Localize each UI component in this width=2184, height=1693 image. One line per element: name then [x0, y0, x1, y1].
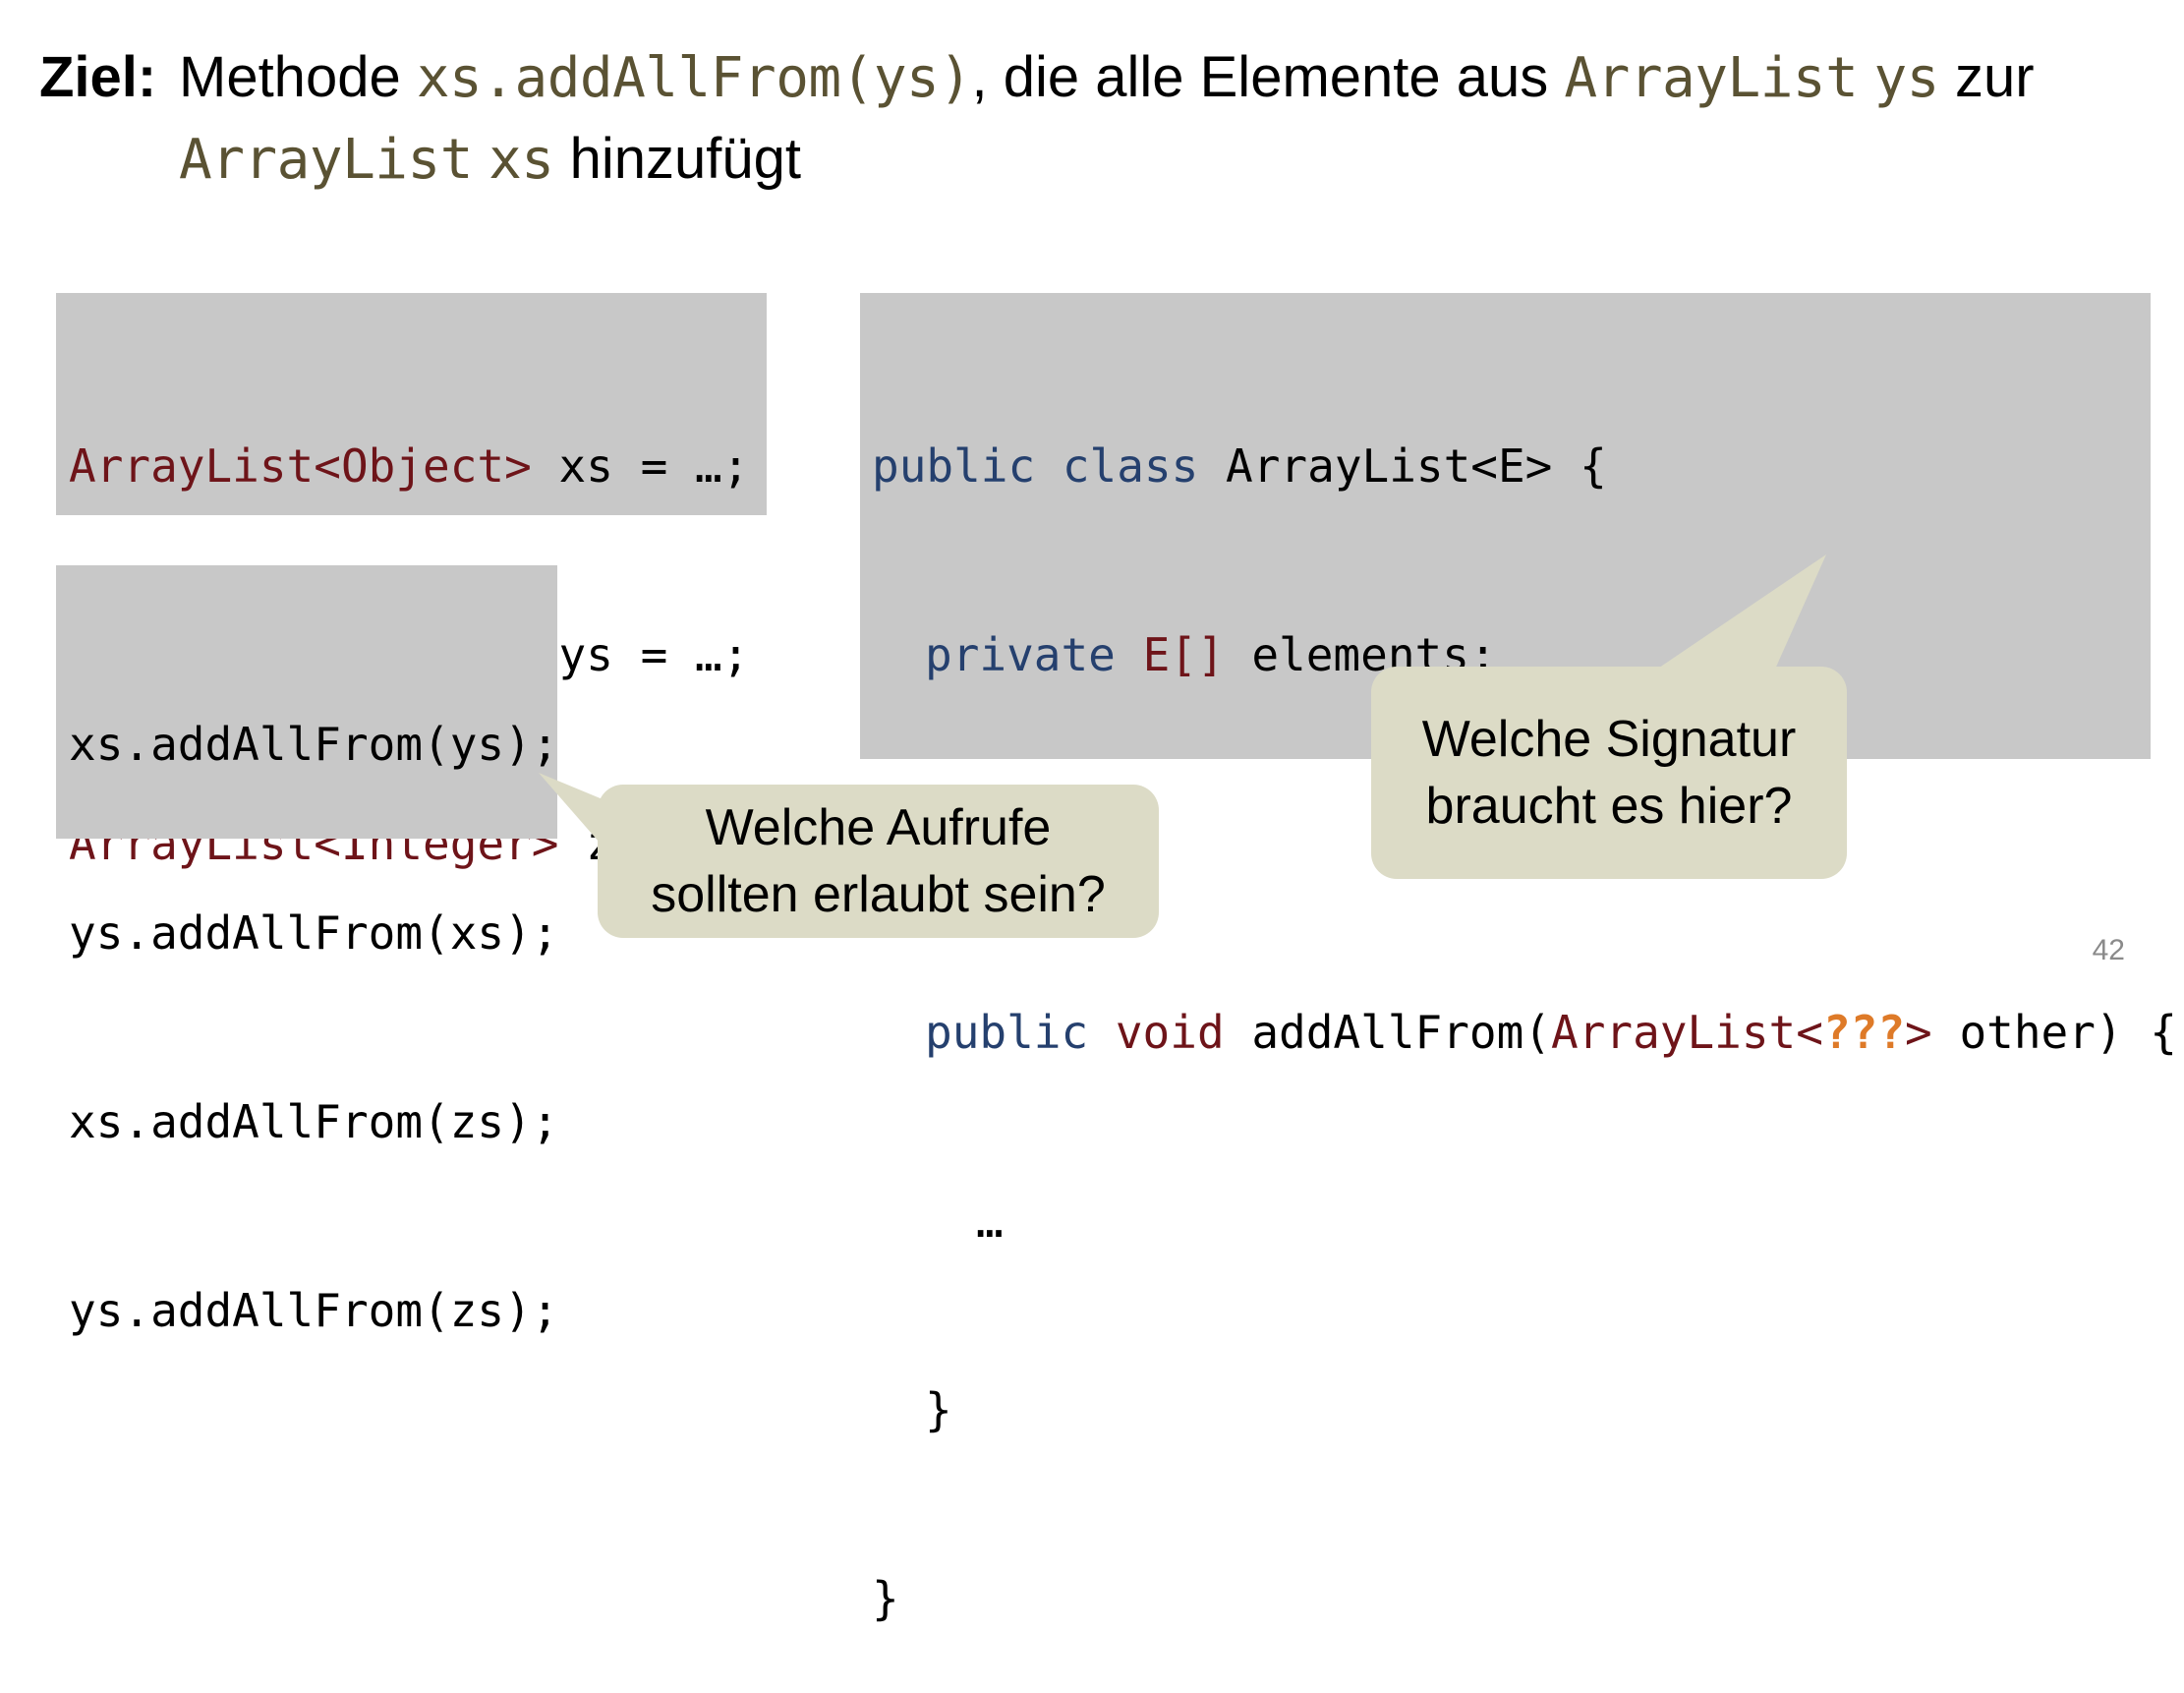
speech-bubble-signature: Welche Signatur braucht es hier?: [1371, 667, 1847, 879]
goal-code-type: ArrayList: [179, 128, 473, 192]
goal-text-segment: [1858, 45, 1873, 109]
bubble-text: Welche Aufrufe: [705, 799, 1052, 856]
calls-code-block: xs.addAllFrom(ys); ys.addAllFrom(xs); xs…: [56, 565, 559, 1337]
goal-text-segment: [473, 127, 489, 191]
code-type: void: [1088, 1006, 1225, 1059]
speech-bubble-tail: [1638, 555, 1826, 682]
declaration-type: ArrayList<Object>: [69, 439, 532, 493]
code-text: addAllFrom(: [1224, 1006, 1551, 1059]
keyword: private: [925, 628, 1116, 681]
call-line: ys.addAllFrom(xs);: [69, 906, 559, 960]
call-line: xs.addAllFrom(ys);: [69, 718, 559, 771]
class-line-class-close: }: [872, 1572, 899, 1625]
declaration-line: ArrayList<Object> xs = …;: [69, 435, 767, 497]
call-line: xs.addAllFrom(zs);: [69, 1095, 559, 1148]
code-text: other) {: [1931, 1006, 2177, 1059]
page-number: 42: [2092, 934, 2125, 966]
class-line-method-close: }: [925, 1383, 952, 1436]
code-type: >: [1905, 1006, 1932, 1059]
goal-code-method: xs.addAllFrom(ys): [416, 46, 972, 110]
code-type: E[]: [1115, 628, 1225, 681]
keyword: public class: [872, 439, 1199, 493]
bubble-text: sollten erlaubt sein?: [651, 866, 1106, 923]
speech-bubble-calls: Welche Aufrufe sollten erlaubt sein?: [598, 785, 1159, 938]
goal-line-1: Methode xs.addAllFrom(ys), die alle Elem…: [179, 37, 2145, 119]
goal-label: Ziel:: [39, 45, 157, 109]
declarations-code-block: ArrayList<Object> xs = …; ArrayList<Stri…: [56, 293, 776, 870]
goal-text-segment: Methode: [179, 45, 417, 109]
goal-text-segment: , die alle Elemente aus: [971, 45, 1565, 109]
class-line-declaration: public class ArrayList<E> {: [872, 435, 2151, 497]
declaration-rest: xs = …;: [531, 439, 750, 493]
code-type: ArrayList<: [1551, 1006, 1823, 1059]
goal-description: Methode xs.addAllFrom(ys), die alle Elem…: [179, 37, 2145, 201]
bubble-text: braucht es hier?: [1425, 778, 1793, 835]
class-line-method-signature: public void addAllFrom(ArrayList<???> ot…: [872, 1001, 2177, 1064]
call-line: ys.addAllFrom(zs);: [69, 1284, 559, 1337]
goal-code-var: xs: [489, 128, 554, 192]
class-line-method-body: …: [976, 1195, 1004, 1248]
keyword: public: [925, 1006, 1089, 1059]
goal-text-segment: hinzufügt: [553, 127, 802, 191]
goal-code-var: ys: [1873, 46, 1939, 110]
declaration-rest: ys = …;: [531, 628, 750, 681]
goal-code-type: ArrayList: [1564, 46, 1859, 110]
bubble-text: Welche Signatur: [1421, 711, 1797, 768]
goal-line-2: ArrayList xs hinzufügt: [179, 119, 2145, 201]
code-text: ArrayList<E> {: [1198, 439, 1607, 493]
goal-text-segment: zur: [1938, 45, 2035, 109]
type-placeholder: ???: [1822, 1006, 1906, 1059]
